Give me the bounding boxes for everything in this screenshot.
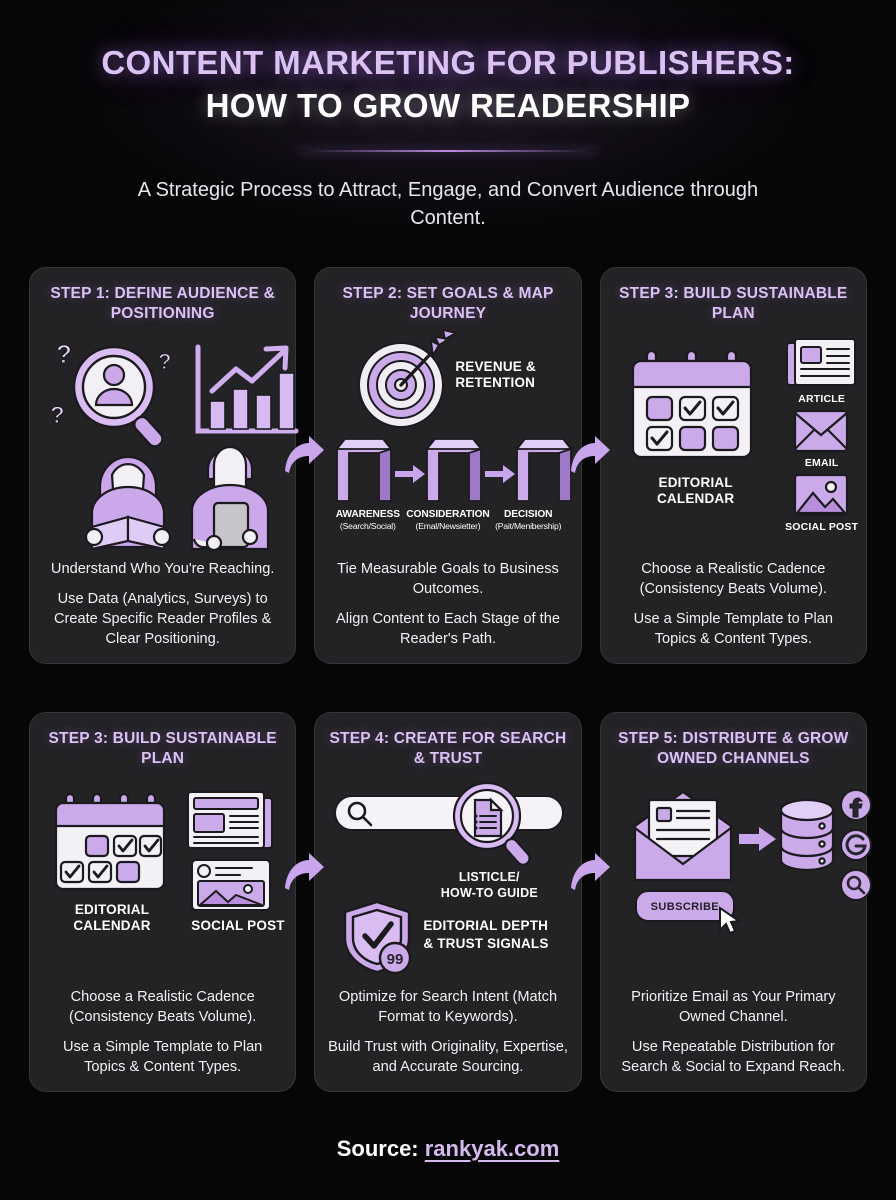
journey-stage-labels: AWARENESS (Search/Social) CONSIDERATION … [327, 509, 568, 531]
stage-consideration: CONSIDERATION (Emal/Newsietter) [406, 508, 490, 531]
svg-text:?: ? [158, 349, 171, 374]
listicle-label-line2: HOW-TO GUIDE [440, 885, 538, 900]
editorial-calendar-label: EDITORIAL CALENDAR [73, 901, 151, 934]
connector-arrow-2 [571, 436, 610, 473]
reader-woman-icon [84, 455, 172, 551]
listicle-label-line1: LISTICLE/ [458, 869, 520, 884]
step-card-6-title: STEP 5: DISTRIBUTE & GROW OWNED CHANNELS [618, 730, 849, 768]
step-card-1-title: STEP 1: DEFINE AUDIENCE & POSITIONING [50, 285, 275, 323]
step-card-4-title: STEP 3: BUILD SUSTAINABLE PLAN [48, 730, 277, 768]
envelope-icon [793, 409, 848, 453]
step-card-3-title: STEP 3: BUILD SUSTAINABLE PLAN [619, 285, 848, 323]
step-card-2-art: REVENUE & RETENTION [327, 328, 574, 559]
target-arrow-icon [358, 328, 459, 428]
step-card-5-art: LISTICLE/ HOW-TO GUIDE 99 [327, 778, 568, 987]
step-card-1-body: Understand Who You're Reaching. Use Data… [42, 559, 283, 650]
facebook-icon[interactable] [839, 788, 873, 822]
email-label: EMAIL [804, 456, 839, 469]
step-card-1-text-1: Understand Who You're Reaching. [50, 560, 275, 577]
step-card-5-text-1: Optimize for Search Intent (Match Format… [338, 988, 558, 1025]
step-card-5-text-2: Build Trust with Originality, Expertise,… [328, 1038, 568, 1075]
footer: Source: rankyak.com [0, 1136, 896, 1162]
cursor-icon [718, 906, 742, 935]
steps-row-2: STEP 3: BUILD SUSTAINABLE PLAN [29, 712, 872, 1092]
connector-arrow-1 [285, 436, 324, 473]
step-card-6-text-2: Use Repeatable Distribution for Search &… [621, 1038, 846, 1075]
title-divider [298, 149, 598, 152]
step-card-2-text-2: Align Content to Each Stage of the Reade… [336, 610, 560, 647]
trust-label-line2: & TRUST SIGNALS [423, 935, 549, 951]
journey-arch-icon [335, 438, 574, 502]
reader-man-tablet-icon [190, 445, 270, 552]
page-title-line2: HOW TO GROW READERSHIP [205, 86, 691, 124]
page-title-line1: CONTENT MARKETING FOR PUBLISHERS: [101, 44, 795, 81]
social-post-label: SOCIAL POST [785, 520, 859, 533]
magnifier-document-icon [453, 781, 531, 866]
step-card-6-body: Prioritize Email as Your Primary Owned C… [613, 987, 854, 1078]
step-card-1[interactable]: STEP 1: DEFINE AUDIENCE & POSITIONING ? [29, 267, 299, 664]
trust-badge-number: 99 [387, 951, 404, 968]
image-post-icon [793, 473, 848, 517]
database-icon [779, 798, 834, 872]
editorial-calendar-icon [631, 349, 752, 459]
page-subtitle: A Strategic Process to Attract, Engage, … [137, 178, 759, 229]
steps-row-1: STEP 1: DEFINE AUDIENCE & POSITIONING ? [29, 267, 867, 664]
step-card-4-art: EDITORIAL CALENDAR [42, 778, 285, 987]
step-card-3[interactable]: STEP 3: BUILD SUSTAINABLE PLAN [599, 267, 867, 664]
editorial-calendar-label: EDITORIAL CALENDAR [656, 474, 735, 507]
step-card-2[interactable]: STEP 2: SET GOALS & MAP JOURNEY [314, 267, 582, 664]
bar-chart-growth-icon [195, 344, 299, 434]
open-envelope-icon [633, 790, 732, 882]
step-card-2-title: STEP 2: SET GOALS & MAP JOURNEY [342, 285, 554, 323]
svg-text:?: ? [50, 402, 65, 429]
article-label: ARTICLE [798, 392, 846, 405]
stage-awareness: AWARENESS (Search/Social) [335, 508, 400, 531]
step-card-3-body: Choose a Realistic Cadence (Consistency … [613, 559, 854, 650]
connector-arrow-3 [285, 853, 324, 890]
newspaper-icon [187, 790, 273, 849]
step-card-1-art: ? ? ? [42, 333, 299, 559]
step-card-4-text-1: Choose a Realistic Cadence (Consistency … [68, 988, 257, 1025]
source-prefix: Source: [336, 1136, 425, 1161]
step-card-3-text-1: Choose a Realistic Cadence (Consistency … [639, 560, 827, 597]
step-card-6[interactable]: STEP 5: DISTRIBUTE & GROW OWNED CHANNELS [599, 712, 872, 1092]
social-post-card-icon [191, 858, 271, 911]
question-mark-icon: ? [56, 339, 72, 369]
step-card-4-text-2: Use a Simple Template to Plan Topics & C… [63, 1038, 263, 1075]
social-post-label: SOCIAL POST [191, 917, 285, 933]
step-card-4-body: Choose a Realistic Cadence (Consistency … [42, 987, 283, 1078]
small-arrow-icon [395, 464, 516, 483]
step-card-3-art: EDITORIAL CALENDAR ARTICLE [613, 333, 858, 559]
step-card-6-art: SUBSCRIBE [613, 778, 872, 987]
step-card-5-body: Optimize for Search Intent (Match Format… [327, 987, 568, 1078]
step-card-2-body: Tie Measurable Goals to Business Outcome… [327, 559, 568, 650]
magnifier-person-icon: ? ? ? [49, 338, 172, 448]
source-link[interactable]: rankyak.com [424, 1136, 560, 1161]
step-card-3-text-2: Use a Simple Template to Plan Topics & C… [633, 610, 833, 647]
target-label: REVENUE & RETENTION [455, 358, 536, 391]
step-card-4[interactable]: STEP 3: BUILD SUSTAINABLE PLAN [29, 712, 297, 1092]
step-card-5[interactable]: STEP 4: CREATE FOR SEARCH & TRUST [314, 712, 582, 1092]
google-icon[interactable] [839, 828, 873, 862]
steps-grid: STEP 1: DEFINE AUDIENCE & POSITIONING ? [29, 267, 872, 1092]
step-card-6-text-1: Prioritize Email as Your Primary Owned C… [631, 988, 836, 1025]
step-card-1-text-2: Use Data (Analytics, Surveys) to Create … [53, 590, 272, 647]
header: CONTENT MARKETING FOR PUBLISHERS: HOW TO… [0, 0, 896, 232]
shield-check-icon: 99 [344, 900, 412, 975]
search-icon[interactable] [839, 868, 873, 902]
article-icon [785, 337, 856, 386]
trust-label-line1: EDITORIAL DEPTH [423, 917, 549, 933]
stage-decision: DECISION (Pait/Menibership) [495, 508, 562, 531]
right-arrow-icon [738, 826, 776, 851]
editorial-calendar-icon [54, 792, 166, 891]
step-card-2-text-1: Tie Measurable Goals to Business Outcome… [337, 560, 559, 597]
subscribe-button[interactable]: SUBSCRIBE [634, 889, 736, 922]
connector-arrow-4 [571, 853, 610, 890]
step-card-5-title: STEP 4: CREATE FOR SEARCH & TRUST [329, 730, 567, 768]
